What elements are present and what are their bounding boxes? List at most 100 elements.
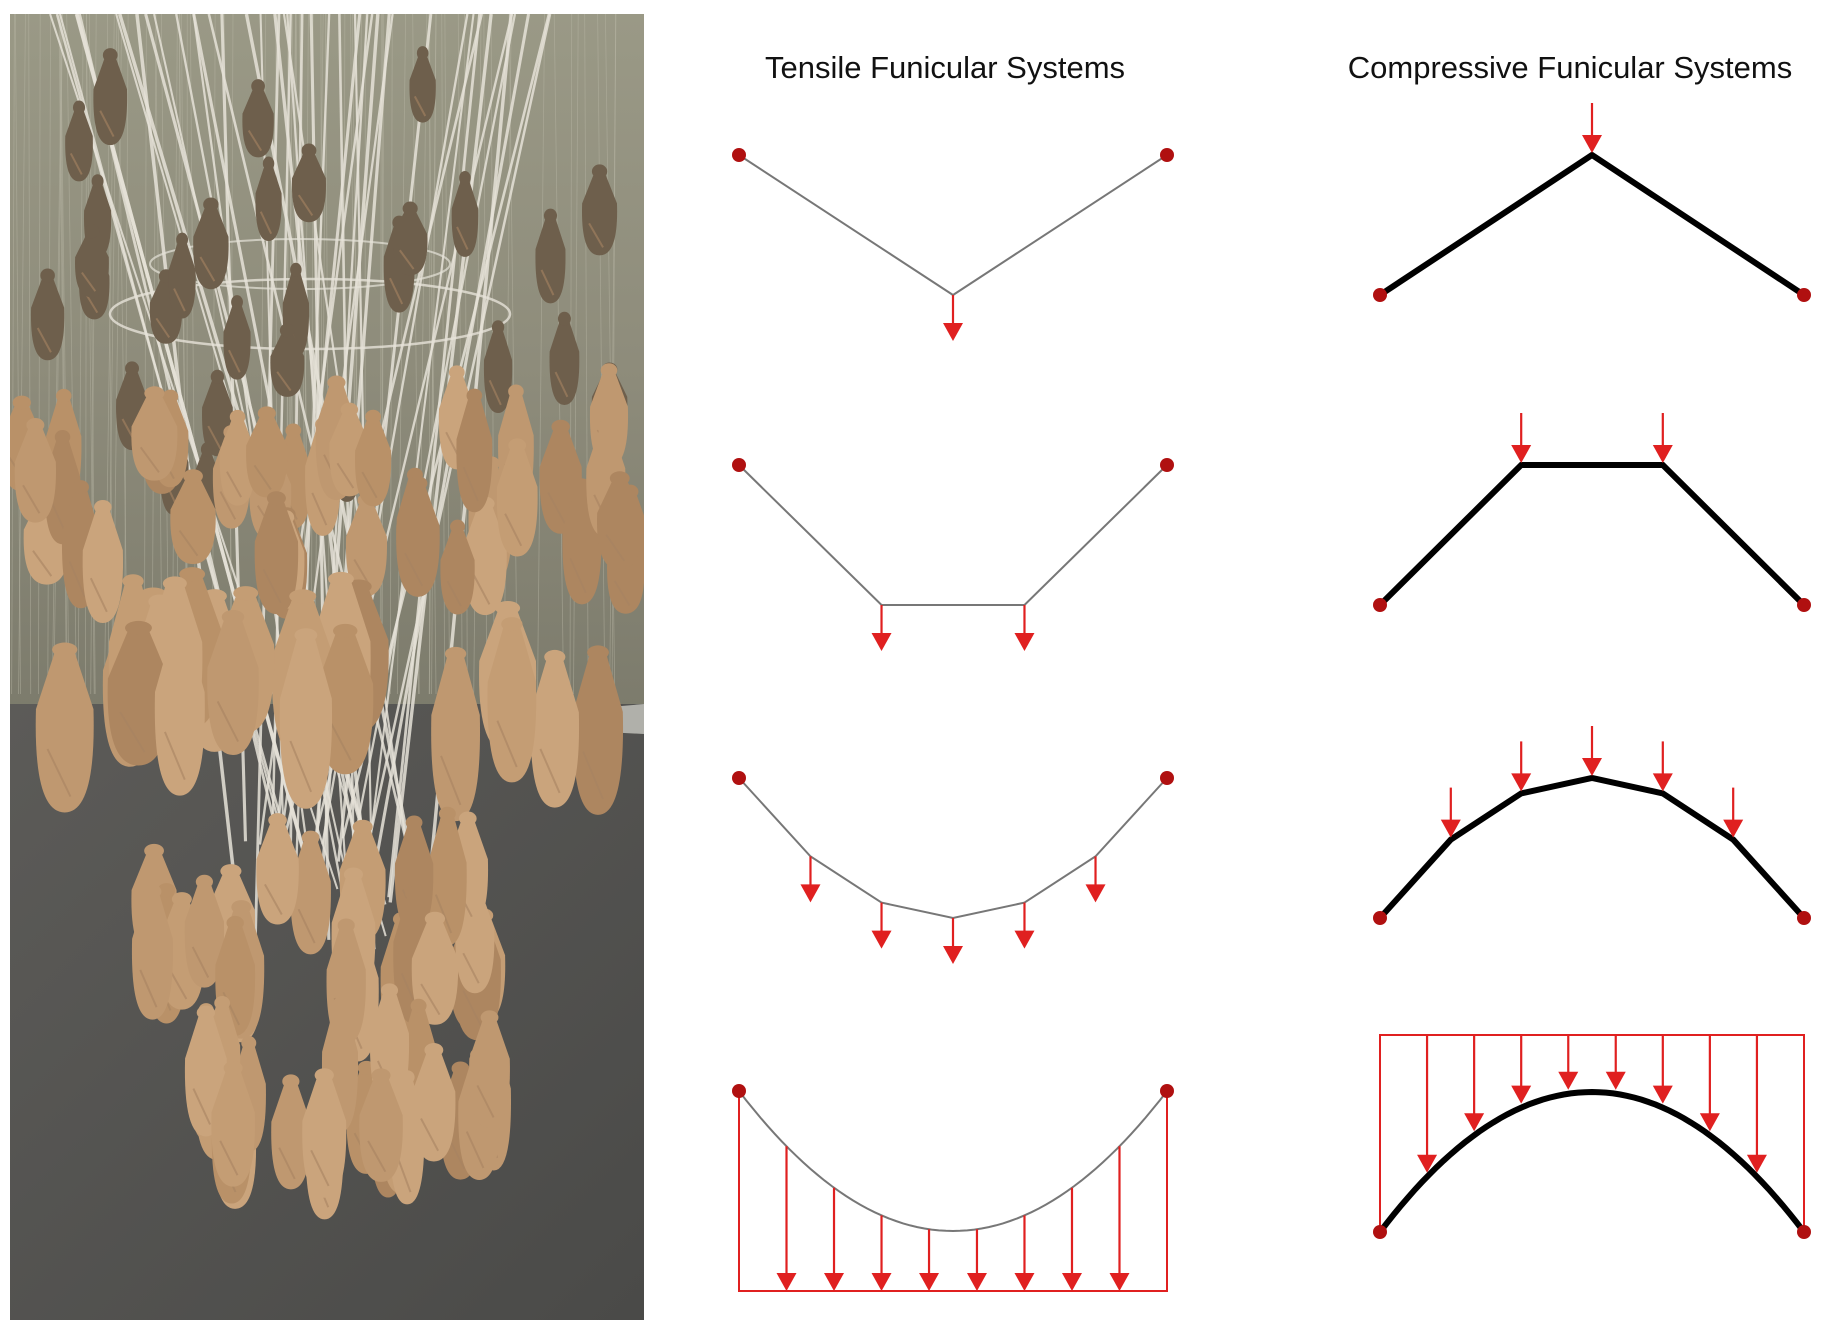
- sandbag-body: [223, 306, 251, 380]
- sandbag-knot: [314, 1068, 334, 1083]
- tensile-distributed-load-load-4-head: [919, 1273, 940, 1291]
- sandbag-body: [496, 449, 538, 557]
- sandbag-knot: [609, 471, 630, 486]
- sandbag-knot: [543, 208, 558, 223]
- tensile-single-load: [732, 148, 1174, 341]
- sandbag-knot: [408, 476, 428, 491]
- sandbag-body: [93, 59, 128, 146]
- tensile-two-loads-cable: [738, 464, 1168, 606]
- sandbag-fold: [327, 718, 352, 761]
- sandbag: [65, 100, 93, 182]
- sandbag-fold: [46, 748, 72, 797]
- sandbag-knot: [72, 480, 89, 495]
- sandbag-body: [456, 399, 493, 513]
- sandbag-knot: [448, 365, 465, 380]
- sandbag-fold: [164, 731, 186, 781]
- sandbag-fold: [178, 529, 199, 557]
- compressive-distributed-load: [1373, 1034, 1811, 1239]
- sandbag-fold: [540, 269, 555, 296]
- sandbag: [223, 295, 251, 380]
- sandbag-knot: [352, 819, 373, 834]
- sandbag-fold: [399, 249, 415, 270]
- sandbag-knot: [544, 649, 566, 664]
- sandbag-body: [30, 279, 65, 361]
- tensile-five-loads-load-3-head: [943, 946, 963, 964]
- compressive-distributed-load-load-2: [1464, 1035, 1485, 1132]
- sandbag-body: [535, 219, 566, 304]
- sandbag: [440, 519, 475, 615]
- sandbag-body: [154, 636, 205, 796]
- background-thread: [508, 14, 518, 695]
- sandbag-fold: [262, 568, 282, 604]
- sandbag-fold: [228, 349, 241, 373]
- sandbag-knot: [508, 384, 524, 399]
- tensile-two-loads: [732, 458, 1174, 651]
- compressive-five-loads-load-2-head: [1511, 773, 1532, 792]
- background-thread: [389, 14, 393, 695]
- sandbag-knot: [229, 409, 246, 424]
- compressive-five-loads-load-5: [1723, 787, 1744, 838]
- sandbag-body: [256, 824, 299, 925]
- sandbag-knot: [466, 388, 483, 403]
- tensile-single-load-load-1: [943, 295, 963, 341]
- sandbag-knot: [214, 996, 231, 1011]
- sandbag-body: [302, 1079, 347, 1198]
- sandbag-fold: [488, 379, 502, 406]
- sandbag-knot: [223, 1061, 243, 1076]
- sandbag-knot: [444, 646, 467, 661]
- upper-ring: [108, 277, 512, 351]
- sandbag-fold: [462, 466, 479, 502]
- tensile-two-loads-support-right: [1160, 458, 1174, 472]
- sandbag-fold: [613, 580, 631, 606]
- sandbag-knot: [143, 884, 162, 899]
- compressive-distributed-load-support-right: [1797, 1225, 1811, 1239]
- sandbag-knot: [597, 420, 615, 435]
- sandbag-body: [291, 154, 326, 223]
- compressive-two-loads-arch: [1377, 462, 1807, 608]
- tensile-distributed-load-load-1: [776, 1146, 797, 1291]
- tensile-distributed-load-load-3-head: [871, 1273, 892, 1291]
- sandbag-knot: [231, 295, 243, 310]
- sandbag: [270, 323, 305, 397]
- sandbag-body: [207, 620, 259, 755]
- sandbag-fold: [367, 1140, 387, 1173]
- sandbag-fold: [311, 492, 328, 526]
- tensile-single-load-load-1-head: [943, 323, 963, 341]
- sandbag: [30, 268, 65, 361]
- compressive-five-loads-load-5-head: [1723, 819, 1744, 838]
- sandbag-knot: [343, 867, 364, 882]
- sandbag: [483, 320, 513, 414]
- sandbag-fold: [434, 894, 453, 934]
- sandbag: [211, 1061, 255, 1187]
- tensile-five-loads-load-4: [1014, 902, 1035, 949]
- sandbag-knot: [282, 1074, 300, 1089]
- sandbag-fold: [247, 129, 263, 152]
- sandbag-fold: [119, 711, 146, 753]
- sandbag-fold: [289, 740, 313, 793]
- tensile-five-loads-load-1: [800, 856, 821, 903]
- sandbag: [469, 1010, 510, 1129]
- compressive-five-loads: [1373, 726, 1811, 925]
- tensile-distributed-load-support-right: [1160, 1084, 1174, 1098]
- compressive-two-loads-support-right: [1797, 598, 1811, 612]
- compressive-distributed-load-load-4: [1558, 1035, 1579, 1090]
- sandbag: [572, 645, 624, 815]
- sandbag-fold: [588, 222, 604, 248]
- sandbag-fold: [420, 1118, 440, 1152]
- sandbag-body: [451, 181, 479, 257]
- sandbag-knot: [233, 586, 259, 601]
- compressive-distributed-load-load-7: [1699, 1035, 1720, 1132]
- sandbag: [255, 156, 282, 242]
- sandbag-fold: [216, 700, 240, 743]
- tensile-five-loads-load-5: [1085, 856, 1106, 903]
- tensile-single-load-cable: [738, 154, 1168, 297]
- sandbag-knot: [26, 418, 45, 433]
- sandbag-fold: [207, 425, 222, 450]
- sandbags: [10, 46, 644, 1220]
- tensile-five-loads-load-2-head: [871, 930, 892, 949]
- sandbag-knot: [424, 1043, 444, 1058]
- sandbag-knot: [203, 197, 219, 212]
- compressive-five-loads-load-4-head: [1652, 773, 1673, 792]
- sandbag: [581, 164, 618, 256]
- compressive-distributed-load-load-1: [1417, 1035, 1438, 1173]
